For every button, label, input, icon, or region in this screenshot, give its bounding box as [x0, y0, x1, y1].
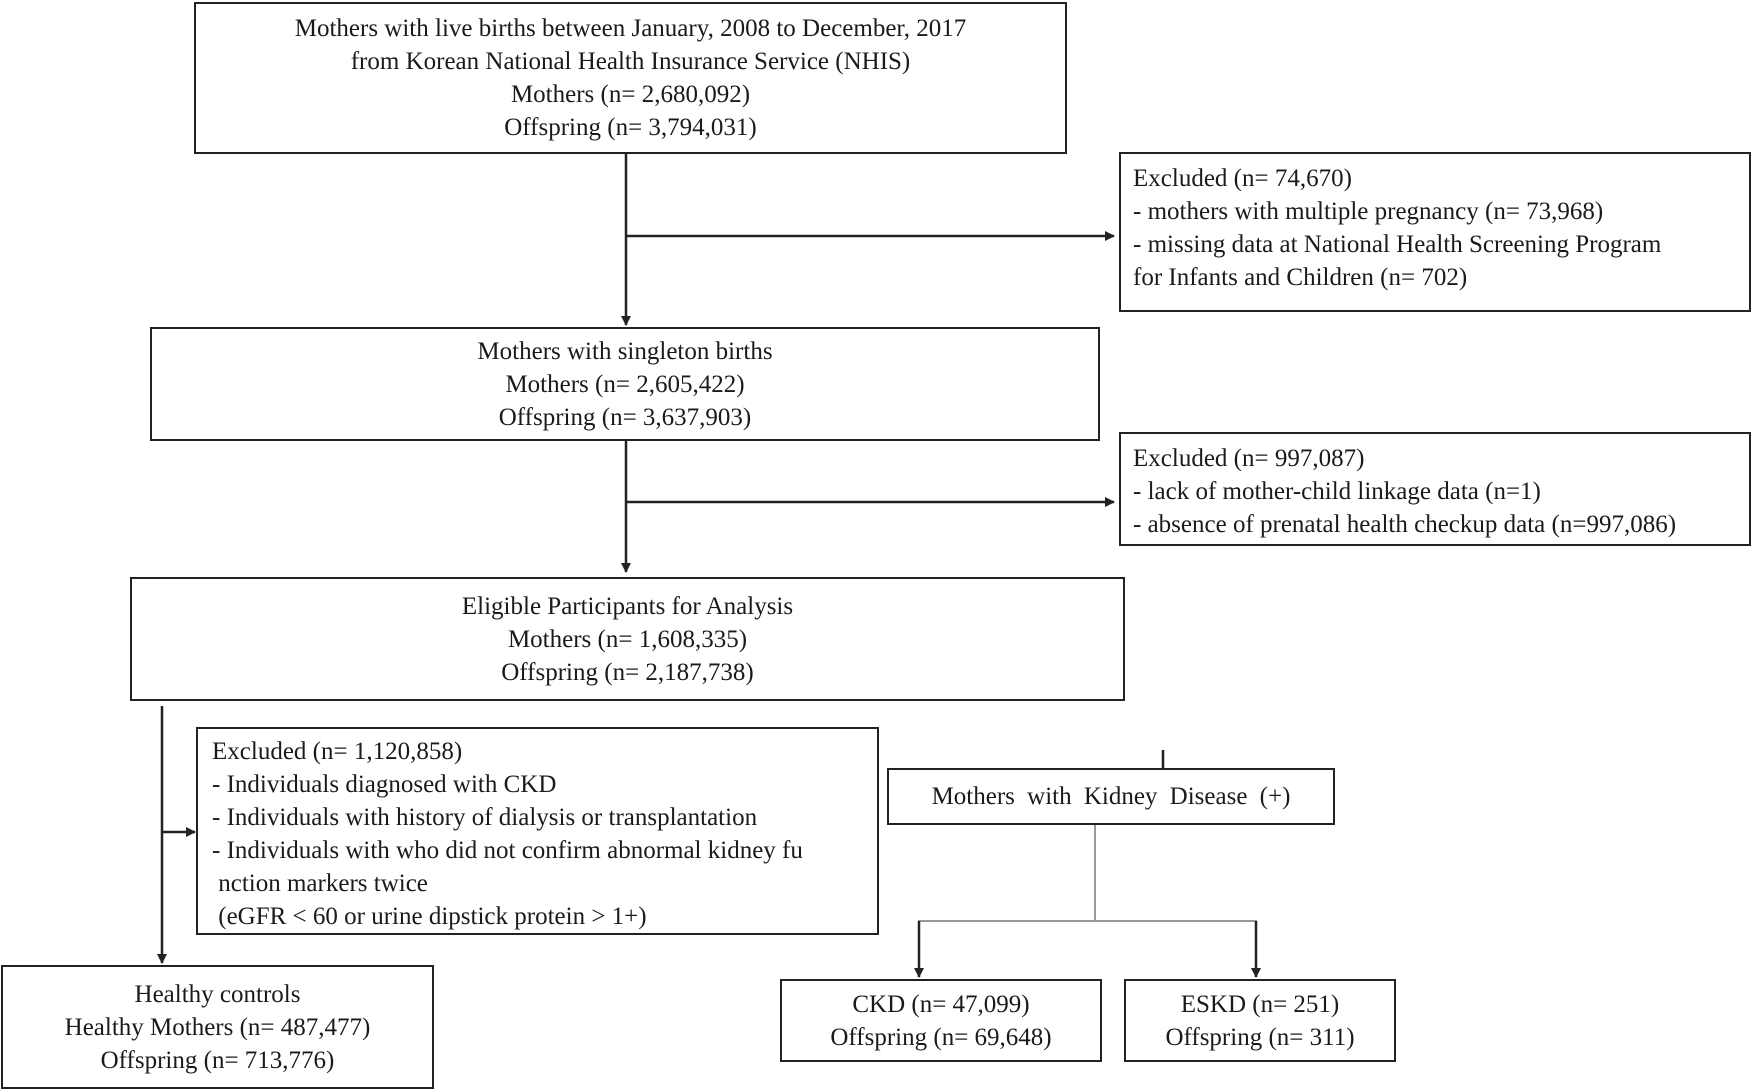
ckd-mothers-count: CKD (n= 47,099): [852, 990, 1030, 1018]
kidney-disease-label: Mothers with Kidney Disease (+): [931, 783, 1291, 810]
exclusion3-item-3: - Individuals with who did not confirm a…: [212, 837, 803, 864]
exclusion3-title: Excluded (n= 1,120,858): [212, 738, 463, 765]
eskd-box: ESKD (n= 251) Offspring (n= 311): [1124, 979, 1396, 1062]
singleton-title: Mothers with singleton births: [477, 337, 773, 365]
exclusion2-box: Excluded (n= 997,087) - lack of mother-c…: [1119, 432, 1751, 546]
controls-box: Healthy controls Healthy Mothers (n= 487…: [1, 965, 434, 1089]
exclusion2-item-2: - absence of prenatal health checkup dat…: [1133, 511, 1677, 538]
exclusion1-item-2-cont: for Infants and Children (n= 702): [1133, 264, 1468, 291]
exclusion3-item-2: - Individuals with history of dialysis o…: [212, 804, 758, 831]
controls-title: Healthy controls: [134, 980, 301, 1008]
eligible-offspring-count: Offspring (n= 2,187,738): [501, 658, 754, 686]
eskd-offspring-count: Offspring (n= 311): [1165, 1023, 1355, 1051]
ckd-box: CKD (n= 47,099) Offspring (n= 69,648): [780, 979, 1102, 1062]
source-mothers-count: Mothers (n= 2,680,092): [510, 81, 751, 108]
exclusion1-title: Excluded (n= 74,670): [1133, 165, 1352, 192]
exclusion1-item-2: - missing data at National Health Screen…: [1133, 231, 1662, 258]
singleton-mothers-count: Mothers (n= 2,605,422): [505, 370, 745, 398]
kidney-disease-box: Mothers with Kidney Disease (+): [887, 768, 1335, 825]
source-line-2: from Korean National Health Insurance Se…: [350, 48, 911, 75]
exclusion2-title: Excluded (n= 997,087): [1133, 445, 1365, 472]
source-line-1: Mothers with live births between January…: [294, 15, 967, 42]
exclusion1-box: Excluded (n= 74,670) - mothers with mult…: [1119, 152, 1751, 312]
exclusion3-item-3-cont: nction markers twice: [212, 870, 428, 897]
eligible-mothers-count: Mothers (n= 1,608,335): [507, 625, 748, 653]
exclusion3-item-3-note: (eGFR < 60 or urine dipstick protein > 1…: [212, 903, 647, 930]
eligible-title: Eligible Participants for Analysis: [461, 592, 794, 620]
singleton-offspring-count: Offspring (n= 3,637,903): [498, 403, 752, 431]
source-offspring-count: Offspring (n= 3,794,031): [504, 114, 757, 141]
eligible-box: Eligible Participants for Analysis Mothe…: [130, 577, 1125, 701]
exclusion3-item-1: - Individuals diagnosed with CKD: [212, 771, 557, 798]
singleton-box: Mothers with singleton births Mothers (n…: [150, 327, 1100, 441]
exclusion1-item-1: - mothers with multiple pregnancy (n= 73…: [1133, 198, 1604, 225]
exclusion2-item-1: - lack of mother-child linkage data (n=1…: [1133, 478, 1541, 505]
controls-offspring-count: Offspring (n= 713,776): [100, 1046, 335, 1074]
ckd-offspring-count: Offspring (n= 69,648): [830, 1023, 1052, 1051]
eskd-mothers-count: ESKD (n= 251): [1180, 990, 1340, 1018]
source-box: Mothers with live births between January…: [194, 2, 1067, 154]
exclusion3-box: Excluded (n= 1,120,858) - Individuals di…: [196, 727, 879, 935]
controls-mothers-count: Healthy Mothers (n= 487,477): [64, 1013, 371, 1041]
